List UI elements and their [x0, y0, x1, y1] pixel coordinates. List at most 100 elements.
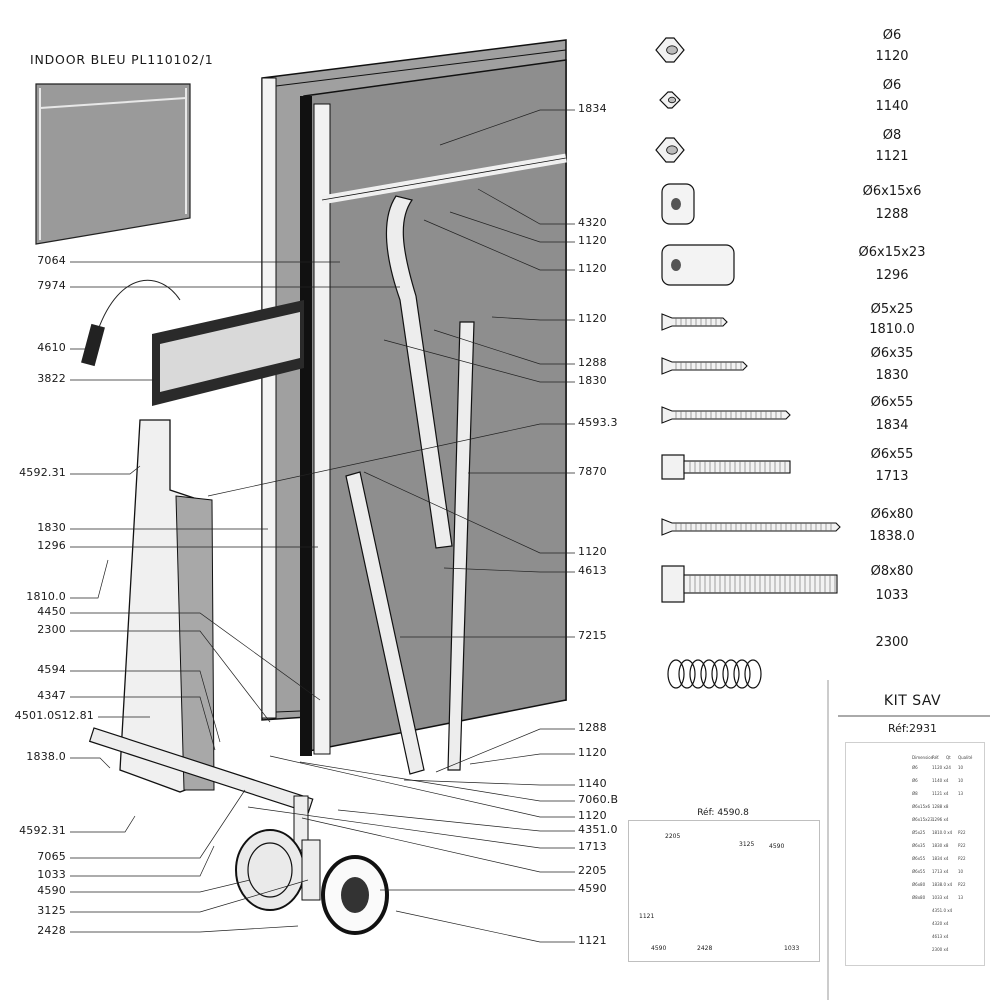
hardware-ref: 1830	[875, 368, 909, 383]
hardware-size: Ø6x15x6	[862, 184, 922, 199]
hardware-size: Ø6	[882, 78, 902, 93]
kit-sav-frame	[827, 680, 990, 1000]
callout-right-label: 2205	[578, 864, 607, 877]
callout-left-label: 3822	[37, 372, 66, 385]
callout-right-label: 1288	[578, 356, 607, 369]
leader-line	[70, 879, 251, 893]
screw-icon	[661, 313, 728, 331]
inset-label: 2428	[697, 945, 713, 952]
hardware-size: Ø6	[882, 28, 902, 43]
callout-right-label: 4320	[578, 216, 607, 229]
callout-right-label: 1834	[578, 102, 607, 115]
callout-left-label: 4592.31	[19, 824, 66, 837]
callout-right-label: 1120	[578, 545, 607, 558]
screw-icon	[661, 406, 791, 424]
hardware-ref: 1033	[875, 588, 909, 603]
hardware-icons	[655, 37, 841, 689]
callout-left-label: 4450	[37, 605, 66, 618]
inset-label: 1121	[639, 913, 655, 920]
callout-right-label: 1120	[578, 809, 607, 822]
callout-right-label: 7215	[578, 629, 607, 642]
hardware-ref: 1834	[875, 418, 909, 433]
support-legs	[345, 195, 475, 775]
spacer-icon	[661, 183, 695, 225]
hardware-ref: 1288	[875, 207, 909, 222]
hardware-ref: 1140	[875, 99, 909, 114]
leader-line	[70, 789, 246, 859]
callout-right-label: 1120	[578, 262, 607, 275]
callout-right-label: 7870	[578, 465, 607, 478]
callout-right-label: 1830	[578, 374, 607, 387]
leader-line	[70, 925, 299, 933]
wheels	[235, 829, 389, 935]
leader-line	[207, 423, 575, 497]
hardware-size: Ø6x55	[870, 447, 914, 462]
leader-line	[301, 817, 575, 873]
callout-right-label: 4351.0	[578, 823, 618, 836]
leader-line	[337, 809, 575, 832]
callout-left-label: 4590	[37, 884, 66, 897]
hardware-ref: 1713	[875, 469, 909, 484]
spring-icon	[667, 659, 762, 689]
leader-line	[70, 465, 141, 475]
leader-lines-right	[207, 109, 575, 943]
diagram-title: INDOOR BLEU PL110102/1	[30, 52, 214, 67]
inset-title: Réf: 4590.8	[697, 808, 749, 818]
leader-line	[269, 755, 575, 818]
side-frame	[88, 419, 314, 851]
callout-right-label: 1140	[578, 777, 607, 790]
callout-left-label: 7065	[37, 850, 66, 863]
leader-line	[477, 188, 575, 225]
inset-label: 4590	[769, 843, 785, 850]
leader-line	[469, 753, 575, 765]
callout-right-label: 1120	[578, 234, 607, 247]
inset-label: 3125	[739, 841, 755, 848]
inset-label: 2205	[665, 833, 681, 840]
leader-line	[70, 815, 136, 833]
callout-left-label: 1033	[37, 868, 66, 881]
screw-icon	[661, 357, 748, 375]
callout-right-label: 1120	[578, 312, 607, 325]
inset-label: 1033	[784, 945, 800, 952]
leader-line	[70, 612, 321, 701]
kit-ref: Réf:2931	[887, 722, 938, 735]
callout-left-label: 1296	[37, 539, 66, 552]
callout-right-label: 1288	[578, 721, 607, 734]
kit-table-row: 4320 x4	[932, 921, 949, 926]
spacer-icon	[661, 244, 735, 286]
leader-line	[70, 696, 216, 751]
leader-line	[70, 879, 309, 913]
leader-line	[439, 109, 575, 146]
hardware-size: 2300	[875, 635, 909, 650]
leader-line	[443, 567, 575, 573]
callout-left-label: 4594	[37, 663, 66, 676]
callout-left-label: 1838.0	[26, 750, 66, 763]
hardware-size: Ø6x55	[870, 395, 914, 410]
leader-line	[403, 779, 575, 786]
nut-icon	[655, 137, 685, 163]
leader-line	[247, 806, 575, 849]
hardware-size: Ø5x25	[870, 302, 914, 317]
callout-right-label: 7060.B	[578, 793, 619, 806]
callout-left-label: 2300	[37, 623, 66, 636]
leader-line	[395, 910, 575, 943]
hardware-ref: 1838.0	[869, 529, 915, 544]
callout-left-label: 7974	[37, 279, 66, 292]
leader-line	[423, 219, 575, 271]
hardware-size: Ø6x35	[870, 346, 914, 361]
callout-left-label: 1810.0	[26, 590, 66, 603]
leader-line	[70, 559, 109, 599]
hardware-size: Ø6x15x23	[858, 245, 926, 260]
kit-table-row: 4613 x4	[932, 934, 949, 939]
leader-lines-left	[70, 261, 400, 933]
callout-left-label: 4347	[37, 689, 66, 702]
kit-table-row: 4351.0 x4	[932, 908, 953, 913]
